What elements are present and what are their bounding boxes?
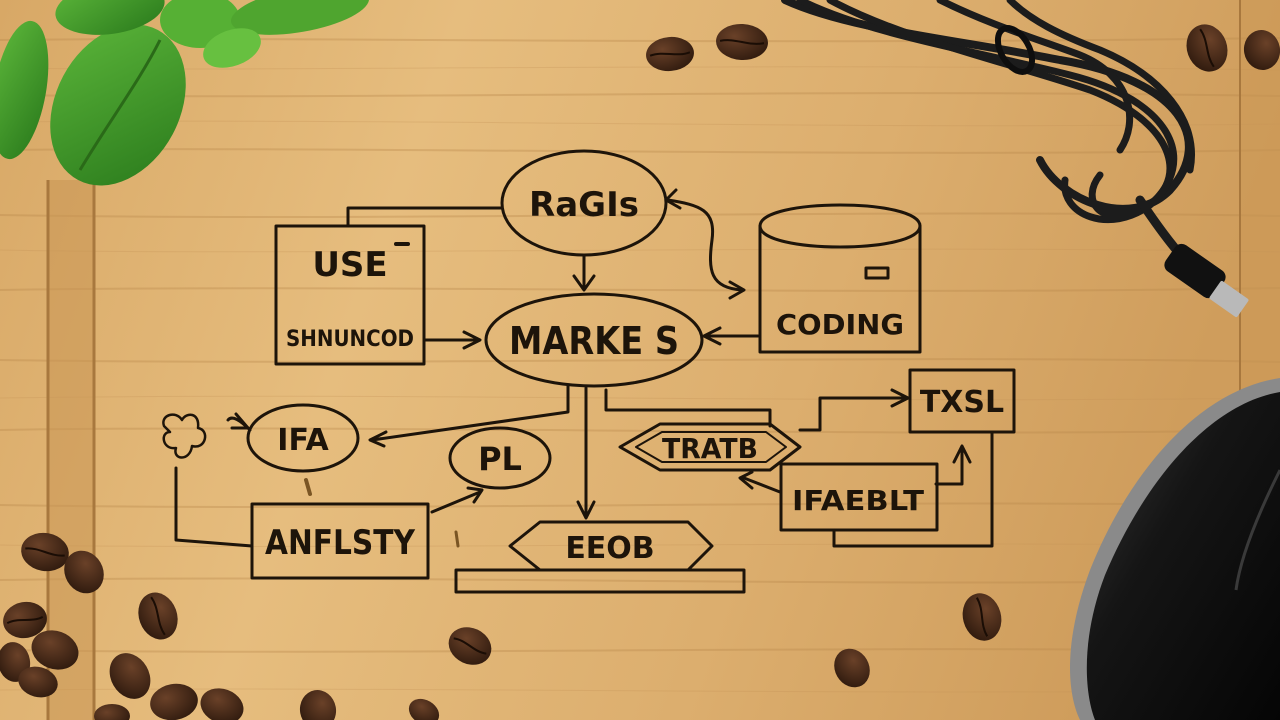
- basil-leaves: [0, 0, 370, 186]
- node-ifablt-shape: [779, 462, 939, 532]
- label-eeob: EEOB: [565, 531, 654, 566]
- coffee-bean: [18, 666, 58, 698]
- coffee-bean: [1243, 30, 1280, 70]
- label-trate: TRATB: [662, 432, 758, 465]
- node-markes-shape: [484, 292, 704, 388]
- coffee-bean: [408, 698, 440, 720]
- coffee-beans: [0, 23, 1280, 720]
- node-use-shape: [274, 224, 426, 366]
- node-ifa-shape: [246, 403, 360, 473]
- label-use: USE: [312, 245, 387, 285]
- coffee-bean: [646, 36, 694, 72]
- coffee-bean: [962, 593, 1002, 641]
- label-coding: CODING: [776, 308, 904, 341]
- computer-mouse: [1070, 378, 1280, 720]
- coffee-bean: [31, 630, 79, 670]
- coffee-bean: [716, 23, 768, 61]
- label-pl: PL: [478, 440, 522, 478]
- coffee-bean: [200, 688, 244, 720]
- coffee-bean: [94, 704, 130, 720]
- label-anflsty: ANFLSTY: [265, 523, 415, 563]
- coffee-bean: [21, 532, 69, 572]
- coffee-bean: [64, 550, 104, 594]
- coffee-bean: [1186, 24, 1228, 72]
- label-txsl: TXSL: [920, 385, 1004, 420]
- usb-cable: [781, 0, 1195, 270]
- diagram-labels: RaGIs USE SHNUNCOD MARKE S CODING IFA PL…: [265, 185, 1004, 566]
- coffee-bean: [138, 592, 178, 640]
- node-anflsty-shape: [250, 502, 430, 580]
- coffee-bean: [3, 601, 47, 639]
- coffee-bean: [150, 683, 198, 720]
- node-coding-shape: [758, 203, 922, 354]
- node-txsl-shape: [908, 368, 1016, 434]
- label-ragis: RaGIs: [529, 185, 639, 225]
- label-ifablt: IFAEBLT: [792, 484, 924, 517]
- usb-plug: [1164, 243, 1249, 317]
- label-markes: MARKE S: [509, 319, 679, 363]
- coffee-bean: [834, 648, 870, 688]
- label-shnvced: SHNUNCOD: [286, 327, 414, 352]
- coffee-bean: [448, 627, 492, 665]
- node-trate-shape: [618, 422, 802, 472]
- label-ifa: IFA: [277, 423, 329, 458]
- node-pl-shape: [448, 426, 552, 490]
- sketch-diagram: [162, 149, 1016, 594]
- coffee-bean: [109, 653, 151, 699]
